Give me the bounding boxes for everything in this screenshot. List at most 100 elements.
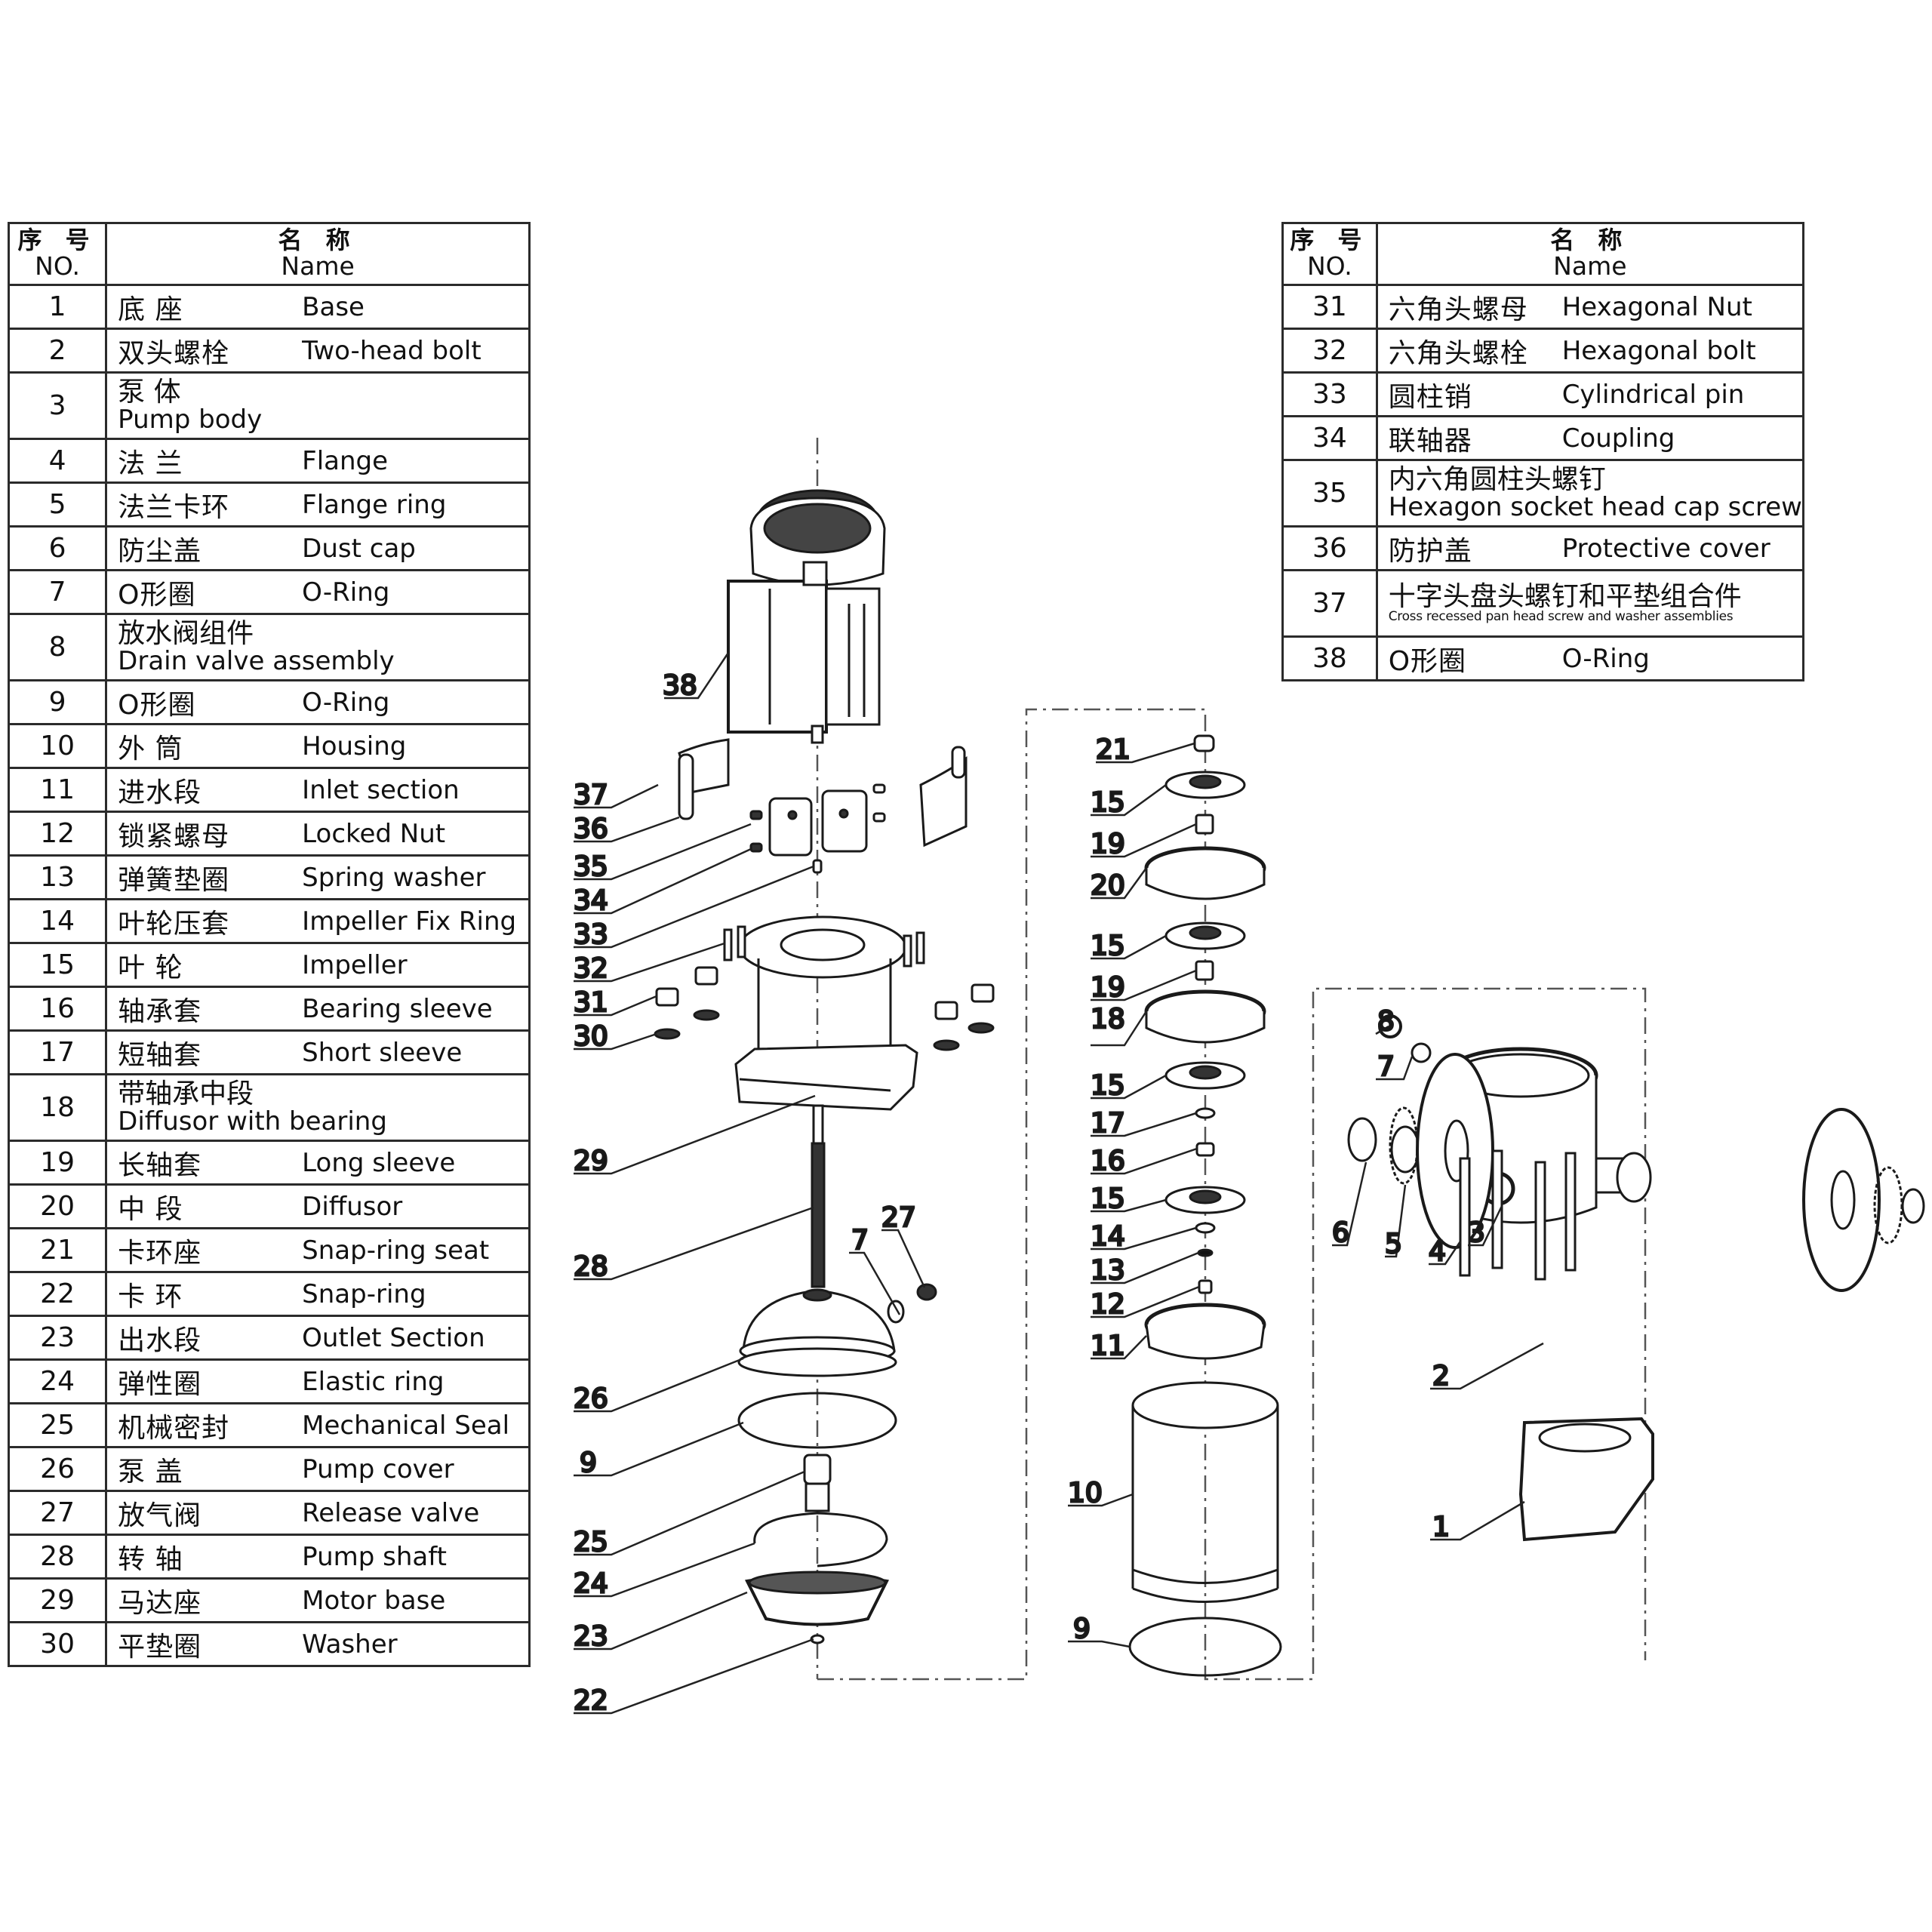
- part-name-zh: 六角头螺母: [1388, 294, 1528, 325]
- part-number: 22: [7, 1271, 108, 1317]
- callout-38: 38: [663, 670, 697, 701]
- part-name-zh: 带轴承中段: [118, 1078, 254, 1109]
- callout-15: 15: [1091, 1070, 1125, 1101]
- table-header-row: 序 号 NO. 名 称 Name: [7, 222, 531, 286]
- header-no: 序 号 NO.: [1281, 222, 1378, 286]
- part-name: 法兰卡环 Flange ring: [105, 481, 531, 528]
- callout-16: 16: [1091, 1146, 1125, 1177]
- flange-ring-illustration: [1389, 1106, 1419, 1185]
- part-name-zh: 十字头盘头螺钉和平垫组合件: [1388, 580, 1742, 612]
- dust-cap-illustration: [1347, 1117, 1377, 1162]
- part-number: 14: [7, 898, 108, 944]
- part-name-en: Elastic ring: [302, 1366, 445, 1397]
- part-name-en: Dust cap: [302, 533, 416, 564]
- part-number: 35: [1281, 459, 1378, 528]
- part-number: 38: [1281, 635, 1378, 681]
- part-number: 15: [7, 942, 108, 988]
- part-number: 8: [7, 613, 108, 681]
- part-name-en: Snap-ring seat: [302, 1235, 490, 1266]
- header-name-zh: 名 称: [1550, 226, 1630, 255]
- part-name-zh: 进水段: [118, 777, 202, 808]
- part-name-zh: 平垫圈: [118, 1631, 202, 1663]
- part-number: 7: [7, 569, 108, 615]
- flange-ring-right-illustration: [1873, 1166, 1903, 1244]
- part-number: 19: [7, 1140, 108, 1186]
- callout-34: 34: [574, 885, 608, 916]
- callout-33: 33: [574, 919, 608, 950]
- part-name: 弹性圈 Elastic ring: [105, 1358, 531, 1404]
- part-number: 32: [1281, 328, 1378, 374]
- part-name-en: Two-head bolt: [302, 335, 481, 366]
- part-name-zh: 弹性圈: [118, 1368, 202, 1400]
- part-name-en: Pump body: [118, 404, 263, 435]
- part-name: 防尘盖 Dust cap: [105, 525, 531, 571]
- part-name-en: Coupling: [1561, 423, 1675, 454]
- part-name-en: O-Ring: [1561, 643, 1650, 674]
- part-name-zh: 联轴器: [1388, 425, 1472, 457]
- housing-illustration: [1131, 1381, 1279, 1603]
- part-number: 10: [7, 723, 108, 769]
- part-name-en: Diffusor: [302, 1191, 403, 1222]
- part-name-en: O-Ring: [302, 577, 390, 608]
- part-name-zh: 出水段: [118, 1324, 202, 1356]
- coupling-illustration: [749, 783, 886, 874]
- part-name-en: Flange ring: [302, 489, 447, 520]
- part-number: 13: [7, 854, 108, 900]
- part-name-en: Motor base: [302, 1585, 446, 1616]
- part-number: 5: [7, 481, 108, 528]
- callout-22: 22: [574, 1685, 608, 1716]
- header-no-zh: 序 号: [1290, 226, 1370, 255]
- part-number: 24: [7, 1358, 108, 1404]
- part-name-zh: 外 筒: [118, 733, 183, 764]
- callout-10: 10: [1068, 1478, 1103, 1509]
- impeller-stack-illustration: [1144, 734, 1266, 1360]
- callout-15: 15: [1091, 931, 1125, 961]
- callout-5: 5: [1385, 1229, 1402, 1260]
- motor-base-illustration: [654, 915, 995, 1111]
- callout-36: 36: [574, 814, 608, 844]
- part-name-zh: 法 兰: [118, 448, 183, 479]
- part-number: 11: [7, 767, 108, 813]
- pump-body-illustration: [1390, 1047, 1652, 1224]
- part-number: 1: [7, 284, 108, 330]
- callout-8: 8: [1377, 1006, 1395, 1037]
- part-number: 27: [7, 1490, 108, 1536]
- callout-18: 18: [1091, 1004, 1125, 1035]
- part-name-zh: 底 座: [118, 294, 183, 325]
- table-header-row: 序 号 NO. 名 称 Name: [1281, 222, 1805, 286]
- pump-shaft-illustration: [811, 1104, 826, 1288]
- part-name-zh: 防尘盖: [118, 535, 202, 567]
- part-name-zh: 法兰卡环: [118, 491, 230, 523]
- part-name-zh: 锁紧螺母: [118, 820, 230, 852]
- part-number: 29: [7, 1577, 108, 1623]
- base-illustration: [1518, 1417, 1654, 1542]
- part-name-en: Drain valve assembly: [118, 645, 395, 676]
- part-number: 21: [7, 1227, 108, 1273]
- header-no-en: NO.: [1306, 251, 1352, 281]
- callout-2: 2: [1432, 1361, 1450, 1392]
